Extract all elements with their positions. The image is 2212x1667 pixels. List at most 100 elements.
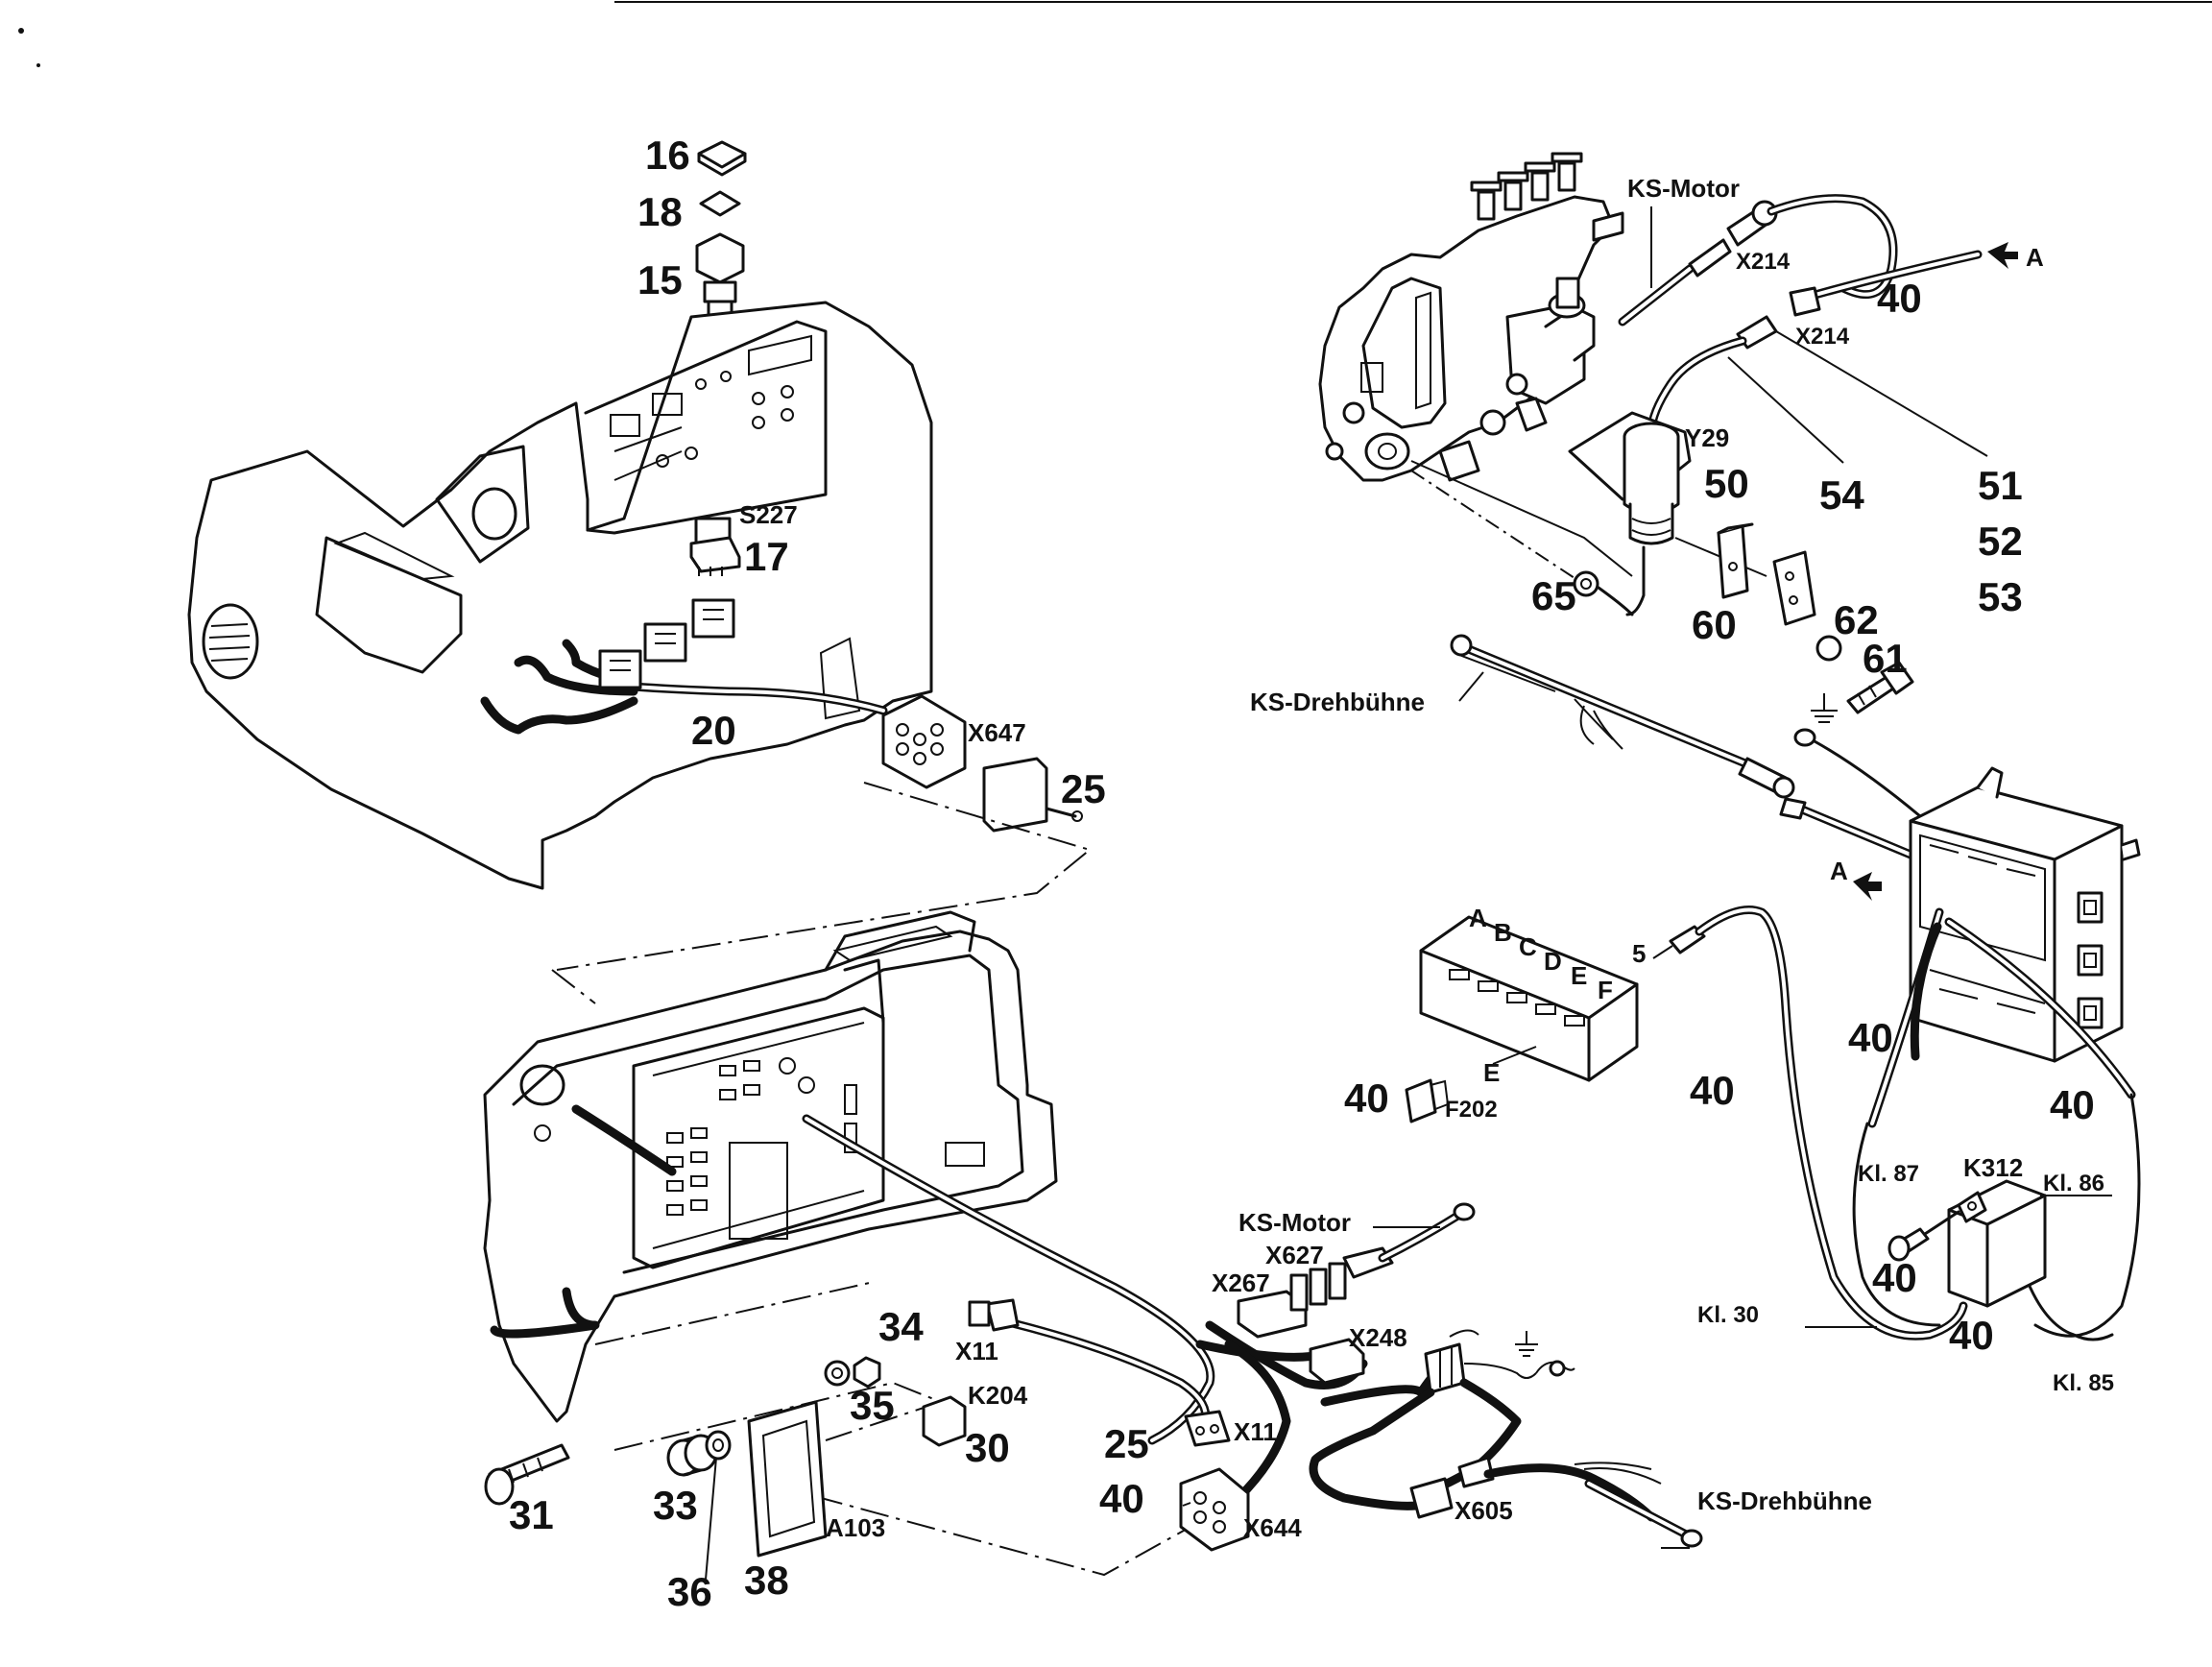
solenoid-y29 [1568, 411, 1692, 616]
label-25-upper: 25 [1061, 766, 1106, 811]
label-x647: X647 [968, 718, 1026, 747]
dashed-frame-upper-end [551, 969, 596, 1004]
label-40-f202: 40 [1344, 1075, 1389, 1121]
bracket-60 [1717, 522, 1754, 599]
leader-lines [1397, 1195, 2112, 1549]
label-kl87: Kl. 87 [1858, 1161, 1919, 1187]
label-31: 31 [509, 1492, 554, 1537]
label-x214-top: X214 [1736, 249, 1791, 275]
label-fuse-b: B [1494, 918, 1512, 947]
label-40-far-right: 40 [2050, 1082, 2095, 1127]
connector-x644 [1179, 1467, 1250, 1552]
label-33: 33 [653, 1483, 698, 1528]
label-kl85: Kl. 85 [2053, 1370, 2114, 1396]
connector-x267 [1237, 1290, 1308, 1339]
label-51: 51 [1978, 463, 2023, 508]
label-fuse-d: D [1544, 947, 1562, 976]
label-s227: S227 [739, 500, 798, 529]
fuse-f202 [1405, 1078, 1450, 1123]
label-ks-drehbuehne-bottom: KS-Drehbühne [1697, 1486, 1872, 1515]
connector-x647 [881, 694, 967, 789]
label-40-bottom: 40 [1099, 1476, 1144, 1521]
plate-62 [1772, 550, 1842, 662]
label-ks-motor-mid: KS-Motor [1238, 1208, 1351, 1237]
label-kl30: Kl. 30 [1697, 1302, 1759, 1328]
ks-drehbuehne-cable-bottom [1483, 1462, 1703, 1548]
relay-k204 [922, 1395, 967, 1447]
label-18: 18 [637, 189, 683, 234]
relay-k312 [1887, 1179, 2047, 1308]
label-34: 34 [878, 1304, 924, 1349]
label-k312: K312 [1963, 1153, 2023, 1182]
bolt-61 [1846, 661, 1914, 714]
ks-drehbuehne-cable-top [1450, 634, 1795, 799]
screw-31 [484, 1443, 570, 1506]
cable-x11 [968, 1298, 1231, 1447]
connector-x627 [1289, 1246, 1394, 1312]
ks-motor-cable-top [1618, 206, 1732, 326]
injection-pump [1318, 152, 1624, 482]
label-62: 62 [1834, 597, 1879, 642]
label-17: 17 [744, 534, 789, 579]
label-36: 36 [667, 1569, 712, 1614]
label-35: 35 [850, 1383, 895, 1428]
label-x11-left: X11 [955, 1337, 998, 1365]
y29-mount-line [1410, 460, 1633, 577]
label-x644: X644 [1243, 1513, 1302, 1542]
cable-arrow-a-right [1779, 797, 1915, 901]
switch-cap-16 [697, 140, 747, 177]
label-16: 16 [645, 133, 690, 178]
label-arrow-a-right: A [1830, 857, 1848, 885]
label-40-mid-center: 40 [1690, 1068, 1735, 1113]
dashed-frame-a103 [767, 1483, 1191, 1577]
washer-65 [1410, 470, 1634, 616]
label-25-lower: 25 [1104, 1421, 1149, 1466]
ks-motor-cable-mid [1373, 1202, 1476, 1263]
cable-to-arrow-a [1789, 242, 2018, 317]
label-40-bottom-right: 40 [1949, 1313, 1994, 1358]
label-50: 50 [1704, 461, 1749, 506]
dashed-frame-screws [613, 1381, 944, 1451]
plug-25-upper [982, 757, 1083, 833]
washer-35 [824, 1360, 851, 1387]
relay-x248 [1309, 1338, 1365, 1385]
connector-x214-top [1726, 194, 1898, 300]
label-61: 61 [1863, 636, 1908, 681]
label-53: 53 [1978, 574, 2023, 619]
label-a103: A103 [826, 1513, 885, 1542]
board-a103 [747, 1400, 828, 1558]
dashed-frame-upper [556, 782, 1093, 971]
ground-symbol-bottom [1515, 1331, 1566, 1377]
label-e: E [1483, 1058, 1500, 1087]
scan-speck [18, 28, 24, 34]
label-x248: X248 [1349, 1323, 1407, 1352]
switch-seal-18 [699, 190, 741, 217]
label-54: 54 [1819, 472, 1864, 518]
label-y29: Y29 [1685, 423, 1729, 452]
label-fuse-a: A [1469, 904, 1487, 932]
label-40-top: 40 [1877, 276, 1922, 321]
label-f202: F202 [1445, 1097, 1498, 1123]
label-ks-drehbuehne-top: KS-Drehbühne [1250, 688, 1425, 716]
switch-s227 [689, 517, 741, 576]
label-15: 15 [637, 257, 683, 302]
relay-box [1909, 766, 2141, 1063]
label-20: 20 [691, 708, 736, 753]
label-leaders [705, 671, 1484, 1581]
nut-34 [853, 1356, 881, 1389]
labels: 16 18 15 S227 17 20 X647 25 KS-Motor X21… [509, 133, 2114, 1614]
label-x267: X267 [1212, 1268, 1270, 1297]
fuse-block [1419, 906, 1968, 1341]
label-60: 60 [1692, 602, 1737, 647]
label-fuse-f: F [1598, 976, 1613, 1004]
label-5: 5 [1632, 939, 1646, 968]
terminal-block [1309, 1329, 1575, 1519]
label-x214-lower: X214 [1795, 324, 1850, 350]
cables-from-relay-box [1852, 907, 2141, 1341]
lower-console-frame [483, 910, 1058, 1423]
label-ks-motor-top: KS-Motor [1627, 174, 1740, 203]
label-x605: X605 [1455, 1496, 1513, 1525]
harness-20 [480, 598, 888, 735]
label-arrow-a-top: A [2026, 243, 2044, 272]
